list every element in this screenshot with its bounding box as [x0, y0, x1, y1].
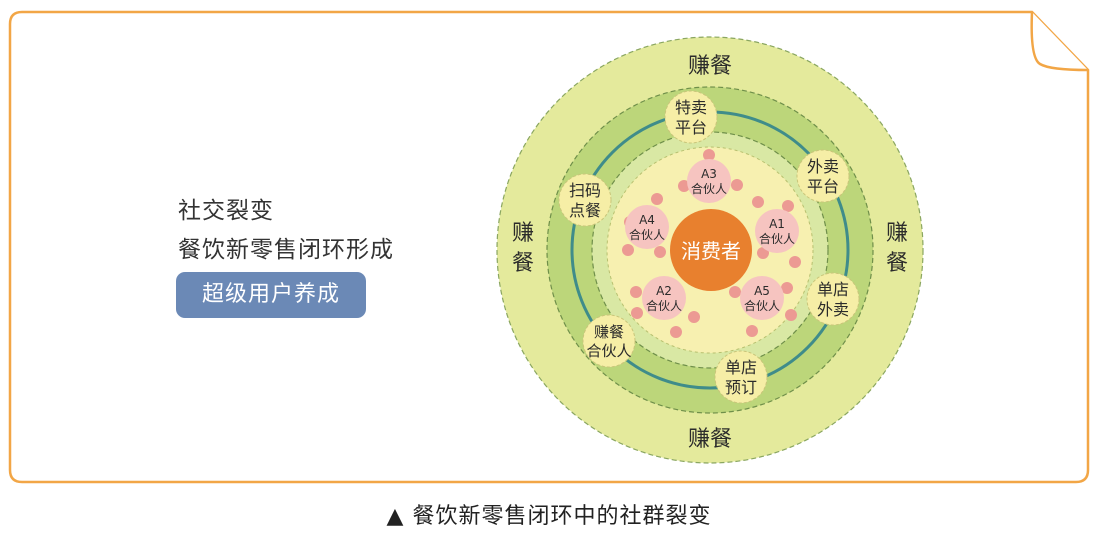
svg-text:合伙人: 合伙人	[586, 342, 631, 360]
svg-text:扫码: 扫码	[569, 181, 601, 200]
svg-text:合伙人: 合伙人	[744, 298, 780, 313]
consumer-center: 消费者	[670, 209, 752, 291]
svg-text:合伙人: 合伙人	[759, 231, 795, 246]
outer-label-bottom: 赚餐	[688, 427, 732, 452]
svg-text:平台: 平台	[807, 177, 839, 196]
svg-text:A2: A2	[656, 284, 672, 298]
svg-text:合伙人: 合伙人	[691, 181, 727, 196]
svg-text:单店: 单店	[725, 358, 757, 377]
outer-label-top: 赚餐	[688, 54, 732, 79]
ring-node-scan-order: 扫码 点餐	[558, 173, 612, 227]
svg-text:A3: A3	[701, 167, 717, 181]
ring-node-delivery-platform: 外卖 平台	[796, 149, 850, 203]
svg-text:A5: A5	[754, 284, 770, 298]
svg-text:平台: 平台	[675, 118, 707, 137]
outer-label-right-1: 赚	[886, 221, 908, 246]
ring-node-special-sale: 特卖 平台	[664, 90, 718, 144]
partner-a1: A1 合伙人	[755, 209, 799, 253]
outer-label-left-1: 赚	[512, 221, 534, 246]
svg-text:特卖: 特卖	[675, 98, 707, 117]
ring-node-store-booking: 单店 预订	[714, 350, 768, 404]
partner-a3: A3 合伙人	[687, 159, 731, 203]
svg-text:A4: A4	[639, 213, 655, 227]
svg-text:预订: 预订	[725, 378, 757, 397]
svg-text:外卖: 外卖	[807, 157, 839, 176]
outer-label-right-2: 餐	[886, 251, 908, 276]
svg-text:合伙人: 合伙人	[646, 298, 682, 313]
partner-a5: A5 合伙人	[740, 276, 784, 320]
headline-social-fission: 社交裂变	[178, 198, 274, 224]
svg-text:赚餐: 赚餐	[594, 323, 624, 341]
svg-text:A1: A1	[769, 217, 785, 231]
ring-node-store-delivery: 单店 外卖	[806, 272, 860, 326]
svg-text:合伙人: 合伙人	[629, 227, 665, 242]
outer-label-left-2: 餐	[512, 251, 534, 276]
ring-node-zhuancan-partner: 赚餐 合伙人	[582, 314, 636, 368]
partner-a4: A4 合伙人	[625, 205, 669, 249]
consumer-label: 消费者	[681, 239, 741, 263]
svg-text:外卖: 外卖	[817, 300, 849, 319]
connector-dots	[622, 149, 801, 338]
svg-text:点餐: 点餐	[569, 201, 601, 220]
partner-a2: A2 合伙人	[642, 276, 686, 320]
super-user-badge: 超级用户养成	[176, 272, 366, 318]
headline-closed-loop: 餐饮新零售闭环形成	[178, 237, 394, 263]
svg-text:单店: 单店	[817, 280, 849, 299]
figure-caption: ▲ 餐饮新零售闭环中的社群裂变	[386, 504, 712, 529]
